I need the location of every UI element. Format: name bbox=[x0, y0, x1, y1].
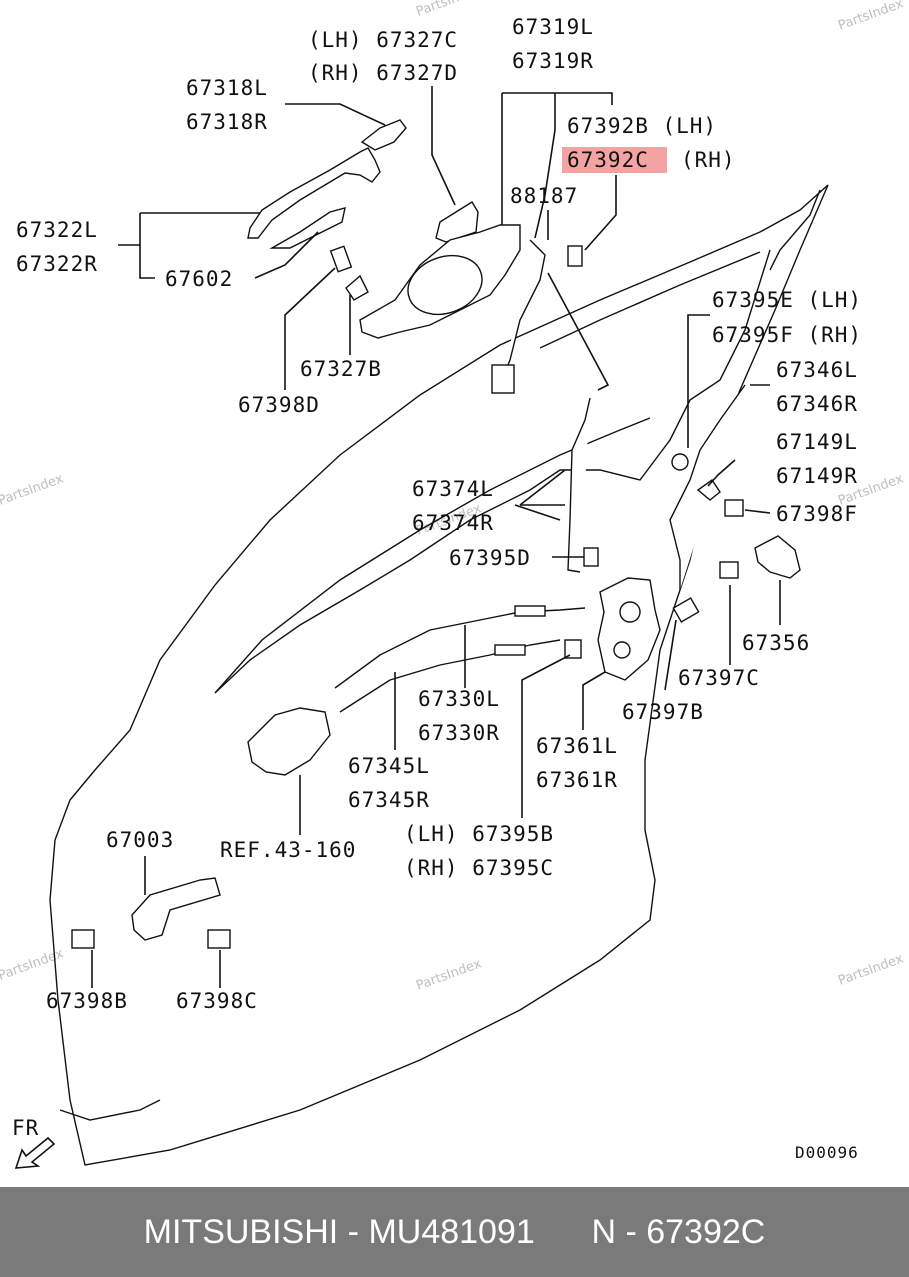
label-fr: FR bbox=[12, 1116, 39, 1140]
label-67149R: 67149R bbox=[776, 464, 858, 488]
label-67322L: 67322L bbox=[16, 218, 98, 242]
handle-rod bbox=[269, 207, 346, 249]
striker-67356 bbox=[754, 535, 801, 579]
outside-handle bbox=[247, 147, 381, 239]
label-67395C: (RH) 67395C bbox=[404, 856, 554, 880]
door-outline bbox=[49, 184, 829, 1166]
handle-cap bbox=[360, 119, 407, 151]
label-ref-43-160: REF.43-160 bbox=[220, 838, 356, 862]
screw-67397B bbox=[672, 597, 700, 623]
watermark: PartsIndex bbox=[836, 0, 906, 34]
label-67395E: 67395E (LH) bbox=[712, 288, 862, 312]
label-67392C-side: (RH) bbox=[681, 148, 736, 172]
label-67345R: 67345R bbox=[348, 788, 430, 812]
part-labels: (LH) 67327C (RH) 67327D 67319L 67319R 67… bbox=[12, 15, 862, 1162]
label-67149L: 67149L bbox=[776, 430, 858, 454]
label-67398B: 67398B bbox=[46, 989, 128, 1013]
label-67398C: 67398C bbox=[176, 989, 258, 1013]
bolt-67398B bbox=[71, 929, 95, 949]
label-67397C: 67397C bbox=[678, 666, 760, 690]
label-67395D: 67395D bbox=[449, 546, 531, 570]
label-67395B: (LH) 67395B bbox=[404, 822, 554, 846]
label-67319R: 67319R bbox=[512, 49, 594, 73]
label-67602: 67602 bbox=[165, 267, 233, 291]
diagram-code: D00096 bbox=[795, 1143, 859, 1162]
label-67345L: 67345L bbox=[348, 754, 430, 778]
label-67346R: 67346R bbox=[776, 392, 858, 416]
label-67330L: 67330L bbox=[418, 687, 500, 711]
handle-cover bbox=[435, 201, 479, 243]
label-67003: 67003 bbox=[106, 828, 174, 852]
bolt-67398D bbox=[329, 245, 353, 273]
label-88187: 88187 bbox=[510, 184, 578, 208]
label-67392B: 67392B (LH) bbox=[567, 114, 717, 138]
lever-67149 bbox=[696, 479, 721, 501]
label-67318R: 67318R bbox=[186, 110, 268, 134]
label-67395F: 67395F (RH) bbox=[712, 323, 862, 347]
label-67319L: 67319L bbox=[512, 15, 594, 39]
label-67361L: 67361L bbox=[536, 734, 618, 758]
spring-67327B bbox=[345, 274, 369, 301]
front-arrow-icon bbox=[14, 1136, 56, 1169]
footer-part-info: MITSUBISHI - MU481091 N - 67392C bbox=[143, 1212, 766, 1251]
label-67318L: 67318L bbox=[186, 76, 268, 100]
label-67346L: 67346L bbox=[776, 358, 858, 382]
parts bbox=[71, 119, 801, 949]
highlight-67392C bbox=[562, 147, 667, 173]
watermark: PartsIndex bbox=[414, 956, 484, 994]
bushing-67395B bbox=[564, 639, 582, 659]
label-67327D: (RH) 67327D bbox=[308, 61, 458, 85]
door-check bbox=[131, 877, 221, 941]
label-67327C: (LH) 67327C bbox=[308, 28, 458, 52]
screw-67397C bbox=[719, 561, 739, 579]
cable-end bbox=[494, 644, 526, 656]
label-67374L: 67374L bbox=[412, 477, 494, 501]
inside-handle bbox=[247, 707, 331, 776]
connector-88187 bbox=[491, 364, 515, 394]
label-67327B: 67327B bbox=[300, 357, 382, 381]
latch-detail bbox=[613, 641, 631, 659]
label-67361R: 67361R bbox=[536, 768, 618, 792]
label-67397B: 67397B bbox=[622, 700, 704, 724]
label-67330R: 67330R bbox=[418, 721, 500, 745]
cable-67330 bbox=[334, 607, 586, 689]
latch-assembly bbox=[597, 577, 661, 681]
label-67356: 67356 bbox=[742, 631, 810, 655]
clip-67392 bbox=[567, 245, 583, 267]
bolt-67398F bbox=[724, 499, 744, 517]
clip-67395E bbox=[671, 453, 689, 471]
cable-88187 bbox=[504, 239, 546, 373]
label-67374R: 67374R bbox=[412, 511, 494, 535]
cable-end bbox=[514, 605, 546, 617]
watermark: PartsIndex bbox=[414, 0, 484, 20]
leader-lines bbox=[91, 86, 781, 988]
footer-bar: MITSUBISHI - MU481091 N - 67392C bbox=[0, 1187, 909, 1277]
label-67398F: 67398F bbox=[776, 502, 858, 526]
label-67392C: 67392C bbox=[567, 148, 649, 172]
latch-detail bbox=[619, 601, 641, 623]
parts-diagram: PartsIndex PartsIndex PartsIndex PartsIn… bbox=[0, 0, 906, 1169]
rod-67374 bbox=[567, 397, 591, 573]
watermark: PartsIndex bbox=[0, 471, 66, 509]
watermark: PartsIndex bbox=[836, 951, 906, 989]
label-67398D: 67398D bbox=[238, 393, 320, 417]
label-67322R: 67322R bbox=[16, 252, 98, 276]
bolt-67398C bbox=[207, 929, 231, 949]
clip-67395D bbox=[583, 547, 599, 567]
frame-opening bbox=[407, 254, 483, 316]
